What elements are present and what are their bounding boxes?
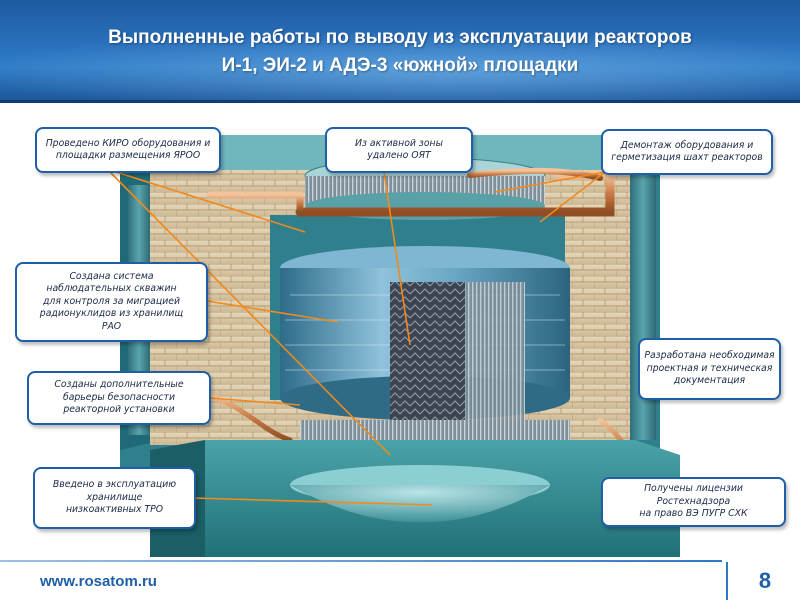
- callout-kiro-inspection: Проведено КИРО оборудования и площадки р…: [35, 127, 221, 173]
- reactor-vessel: [280, 246, 570, 422]
- callout-waste-storage: Введено в эксплуатацию хранилище низкоак…: [33, 467, 196, 529]
- title-line-1: Выполненные работы по выводу из эксплуат…: [108, 27, 692, 48]
- callout-documentation: Разработана необходимая проектная и техн…: [638, 338, 781, 400]
- callout-monitoring-wells: Создана система наблюдательных скважин д…: [15, 262, 208, 342]
- website-link[interactable]: www.rosatom.ru: [40, 573, 157, 590]
- callout-leader-lines: [109, 171, 606, 506]
- title-line-2: И-1, ЭИ-2 и АДЭ-3 «южной» площадки: [221, 55, 579, 76]
- slide-title: Выполненные работы по выводу из эксплуат…: [20, 24, 780, 80]
- header-divider: [0, 100, 800, 103]
- header-glow: [0, 30, 800, 100]
- callout-safety-barriers: Созданы дополнительные барьеры безопасно…: [27, 371, 211, 425]
- callout-licenses: Получены лицензии Ростехнадзора на право…: [601, 477, 786, 527]
- callout-spent-fuel-removed: Из активной зоны удалено ОЯТ: [325, 127, 473, 173]
- page-number: 8: [758, 568, 772, 593]
- footer-vertical-divider: [726, 562, 728, 600]
- footer-divider: [0, 560, 722, 562]
- callout-dismantling: Демонтаж оборудования и герметизация шах…: [601, 129, 773, 175]
- slide-header: Выполненные работы по выводу из эксплуат…: [0, 0, 800, 103]
- slide-footer: [0, 557, 800, 600]
